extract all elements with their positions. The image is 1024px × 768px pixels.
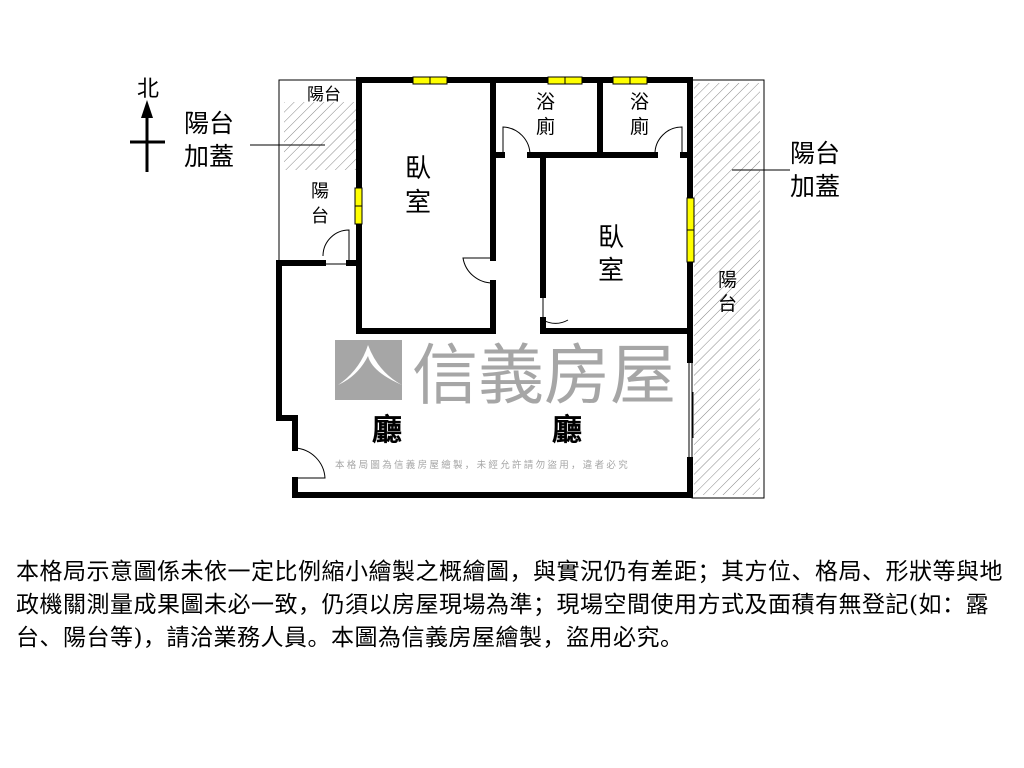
label-living-2: 廳	[552, 413, 582, 448]
label-balcony-left: 台	[311, 206, 329, 227]
label-bedroom-2: 臥	[598, 223, 624, 253]
callout-right: 加蓋	[790, 172, 840, 201]
disclaimer-text: 本格局示意圖係未依一定比例縮小繪製之概繪圖，與實況仍有差距；其方位、格局、形狀等…	[16, 559, 1003, 651]
watermark-brand: 信義房屋	[412, 337, 676, 414]
doors	[294, 126, 683, 479]
callout-right: 陽台	[790, 139, 840, 168]
label-bedroom-2: 室	[598, 256, 624, 286]
balcony-left-hatch	[284, 102, 357, 170]
north-label: 北	[137, 77, 159, 102]
windows	[354, 76, 695, 263]
callout-left: 加蓋	[184, 142, 234, 171]
label-bedroom-1: 室	[405, 188, 431, 218]
label-balcony-top-left: 陽台	[307, 85, 341, 105]
label-bath-1: 廁	[536, 115, 555, 138]
label-balcony-right: 台	[718, 293, 737, 315]
label-bath-2: 廁	[630, 115, 649, 138]
floor-plan: 北	[130, 76, 840, 499]
label-balcony-left: 陽	[311, 181, 329, 202]
watermark-notice: 本格局圖為信義房屋繪製，未經允許請勿盜用，違者必究	[335, 459, 630, 471]
watermark-logo	[335, 340, 402, 400]
label-bath-1: 浴	[536, 91, 555, 113]
north-arrow-icon	[130, 100, 165, 172]
balcony-right-hatch	[694, 83, 760, 495]
label-bedroom-1: 臥	[405, 154, 431, 184]
callout-left: 陽台	[184, 109, 234, 138]
label-balcony-right: 陽	[718, 269, 737, 291]
label-bath-2: 浴	[630, 91, 649, 113]
label-living-1: 廳	[372, 413, 402, 448]
